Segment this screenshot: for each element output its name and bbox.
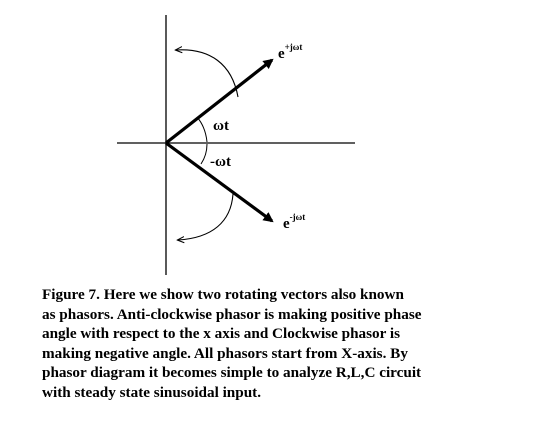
clockwise-rotation-arrow: [178, 193, 234, 240]
anticlockwise-rotation-arrow: [176, 50, 239, 98]
caption-line: Figure 7. Here we show two rotating vect…: [42, 286, 404, 303]
negative-angle-arc: [200, 143, 208, 165]
upper-phasor-label: e+jωt: [278, 42, 302, 62]
caption-line: as phasors. Anti-clockwise phasor is mak…: [42, 305, 422, 323]
figure-caption: Figure 7. Here we show two rotating vect…: [42, 285, 532, 403]
anticlockwise-phasor: [165, 58, 274, 145]
negative-angle-label: -ωt: [210, 154, 231, 170]
caption-line: angle with respect to the x axis and Clo…: [42, 325, 401, 343]
caption-line: phasor diagram it becomes simple to anal…: [42, 364, 422, 382]
positive-angle-arc: [196, 116, 208, 143]
caption-line: with steady state sinusoidal input.: [42, 383, 262, 401]
positive-angle-label: ωt: [213, 118, 229, 134]
phasor-diagram: e+jωt ωt -ωt e-jωt: [117, 15, 355, 275]
caption-line: making negative angle. All phasors start…: [42, 344, 408, 362]
clockwise-phasor: [165, 141, 274, 223]
lower-phasor-label: e-jωt: [283, 212, 305, 232]
